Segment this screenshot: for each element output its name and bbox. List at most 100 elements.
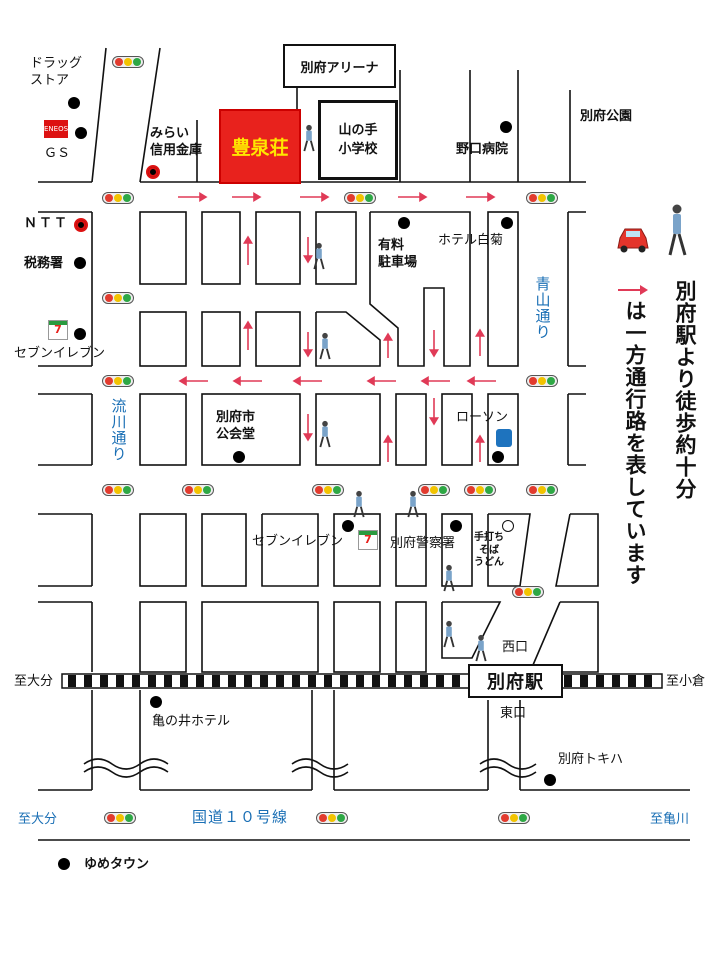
- mirai-bank-dot-icon: [146, 165, 160, 179]
- rail-tie: [228, 675, 236, 687]
- signal-icon: [312, 484, 344, 496]
- signal-icon: [104, 812, 136, 824]
- signal-icon: [418, 484, 450, 496]
- rail-tie: [68, 675, 76, 687]
- walker-icon: [475, 634, 487, 662]
- seven-eleven-icon-center: 7: [358, 530, 378, 550]
- ntt-dot-icon: [74, 218, 88, 232]
- tax-office-label: 税務署: [24, 256, 64, 271]
- beppu-park-label: 別府公園: [580, 109, 633, 124]
- rail-tie: [580, 675, 588, 687]
- to-oita-rail-label: 至大分: [14, 674, 54, 689]
- rail-tie: [628, 675, 636, 687]
- nagare-street-label: 流川通り: [109, 398, 128, 462]
- signal-icon: [526, 375, 558, 387]
- ntt-label: ＮＴＴ: [24, 216, 70, 231]
- rail-tie: [436, 675, 444, 687]
- oneway-arrow-icon: [466, 375, 496, 387]
- tokiwa-label: 別府トキハ: [558, 752, 624, 767]
- rail-tie: [100, 675, 108, 687]
- tokiwa-dot-icon: [544, 774, 556, 786]
- signal-icon: [512, 586, 544, 598]
- oneway-arrow-icon: [242, 235, 254, 265]
- soba-label: 手打ち そば うどん: [474, 532, 504, 568]
- rail-tie: [612, 675, 620, 687]
- rail-tie: [356, 675, 364, 687]
- seven-eleven-icon: 7: [48, 320, 68, 340]
- walker-icon: [319, 332, 331, 360]
- rail-tie: [308, 675, 316, 687]
- rail-tie: [244, 675, 252, 687]
- rail-tie: [644, 675, 652, 687]
- signal-icon: [102, 484, 134, 496]
- tax-office-dot-icon: [74, 257, 86, 269]
- oneway-arrow-icon: [382, 332, 394, 358]
- public-hall-label: 別府市 公会堂: [216, 410, 256, 442]
- oneway-arrow-icon: [398, 191, 428, 203]
- rail-tie: [84, 675, 92, 687]
- walker-icon: [443, 564, 455, 592]
- rail-tie: [324, 675, 332, 687]
- lawson-icon: [496, 429, 512, 447]
- oneway-arrow-icon: [420, 375, 450, 387]
- lawson-dot-icon: [492, 451, 504, 463]
- signal-icon: [464, 484, 496, 496]
- youme-label: ゆめタウン: [84, 857, 150, 872]
- lawson-label: ローソン: [456, 410, 509, 425]
- drugstore-dot-icon: [68, 97, 80, 109]
- rail-tie: [452, 675, 460, 687]
- legend-dot-icon: [58, 858, 70, 870]
- walker-icon: [313, 242, 325, 270]
- rail-tie: [404, 675, 412, 687]
- signal-icon: [526, 484, 558, 496]
- signal-icon: [498, 812, 530, 824]
- rail-tie: [292, 675, 300, 687]
- signal-icon: [526, 192, 558, 204]
- rail-tie: [420, 675, 428, 687]
- walk-note: 別府駅より徒歩約十分: [673, 280, 697, 500]
- to-oita-road-label: 至大分: [18, 812, 58, 827]
- walker-icon: [668, 204, 687, 256]
- gs-dot-icon: [75, 127, 87, 139]
- rail-tie: [212, 675, 220, 687]
- signal-icon: [182, 484, 214, 496]
- rail-tie: [196, 675, 204, 687]
- oneway-arrow-icon: [302, 332, 314, 358]
- eneos-icon: ENEOS: [44, 120, 68, 138]
- oneway-arrow-icon: [428, 330, 440, 358]
- soba-dot-icon: [502, 520, 514, 532]
- walker-icon: [443, 620, 455, 648]
- seven-center-dot-icon: [342, 520, 354, 532]
- oneway-arrow-icon: [302, 237, 314, 264]
- to-kamegawa-label: 至亀川: [650, 812, 690, 827]
- signal-icon: [102, 192, 134, 204]
- rail-tie: [340, 675, 348, 687]
- kamenoi-label: 亀の井ホテル: [152, 714, 231, 729]
- to-ogura-label: 至小倉: [666, 674, 706, 689]
- west-exit-label: 西口: [502, 640, 529, 655]
- noguchi-label: 野口病院: [456, 142, 509, 157]
- beppu-arena: 別府アリーナ: [283, 44, 396, 88]
- parking-label: 有料 駐車場: [378, 238, 418, 270]
- oneway-arrow-icon: [292, 375, 322, 387]
- signal-icon: [102, 292, 134, 304]
- rail-tie: [276, 675, 284, 687]
- oneway-arrow-icon: [302, 414, 314, 442]
- beppu-station: 別府駅: [468, 664, 563, 698]
- seven-center-label: セブンイレブン: [252, 534, 344, 549]
- rail-tie: [132, 675, 140, 687]
- yamanote-school: 山の手 小学校: [318, 100, 398, 180]
- mirai-bank-label: みらい 信用金庫: [150, 126, 203, 158]
- shiragiku-dot-icon: [501, 217, 513, 229]
- walker-icon: [319, 420, 331, 448]
- car-icon: [617, 228, 649, 253]
- oneway-arrow-icon: [474, 328, 486, 356]
- oneway-arrow-icon: [474, 434, 486, 462]
- oneway-arrow-icon: [382, 434, 394, 462]
- rail-tie: [116, 675, 124, 687]
- oneway-arrow-icon: [232, 375, 262, 387]
- public-hall-dot-icon: [233, 451, 245, 463]
- hotel-housenso[interactable]: 豊泉荘: [219, 109, 301, 184]
- rail-tie: [388, 675, 396, 687]
- signal-icon: [102, 375, 134, 387]
